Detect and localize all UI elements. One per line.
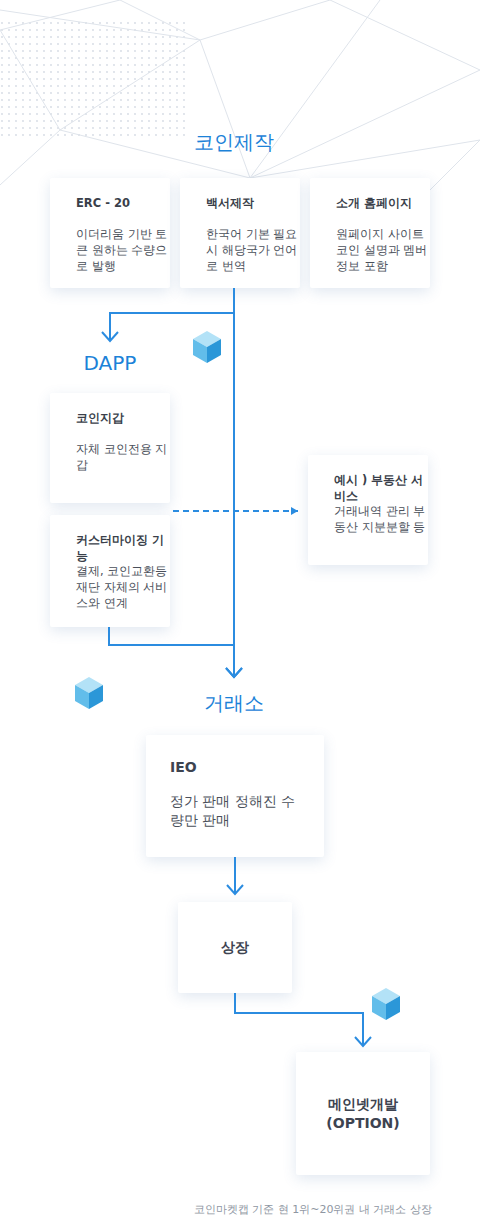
caption-note: 코인마켓캡 기준 현 1위~20위권 내 거래소 상장	[140, 1202, 432, 1217]
box-body: 자체 코인전용 지갑	[76, 441, 168, 473]
box-heading: 소개 홈페이지	[336, 195, 428, 211]
connector-line	[233, 288, 235, 677]
connector-line	[235, 993, 363, 1046]
box-heading: 거래소	[182, 687, 286, 719]
network-lines	[0, 0, 480, 190]
box-heading: ERC - 20	[76, 195, 168, 211]
box-body: 정가 판매 정해진 수량만 판매	[170, 792, 295, 830]
box-heading: DAPP	[60, 347, 160, 379]
arrow-head	[226, 668, 242, 677]
arrow-head	[226, 668, 242, 677]
process-box: IEO 정가 판매 정해진 수량만 판매	[146, 735, 324, 857]
info-card: 백서제작한국어 기본 필요 시 해당국가 언어로 번역	[180, 178, 300, 288]
cube-icon	[372, 988, 400, 1020]
box-heading: 코인지갑	[76, 410, 168, 426]
arrow-head	[102, 332, 118, 341]
box-body: 이더리움 기반 토큰 원하는 수량으로 발행	[76, 226, 168, 274]
cube-icon	[75, 677, 103, 709]
section-heading: DAPP	[60, 347, 160, 379]
box-heading: 커스터마이징 기능	[76, 532, 168, 564]
box-heading: 메인넷개발 (OPTION)	[313, 1095, 413, 1133]
connector-line	[234, 857, 236, 894]
info-card: ERC - 20 이더리움 기반 토큰 원하는 수량으로 발행	[50, 178, 170, 288]
connector-line	[110, 288, 234, 341]
connector	[109, 627, 242, 677]
connector	[102, 288, 234, 341]
box-heading: 예시 ) 부동산 서비스	[334, 472, 426, 504]
box-body: 원페이지 사이트 코인 설명과 멤버 정보 포함	[336, 226, 428, 274]
box-heading: IEO	[170, 758, 310, 776]
box-body: 결제, 코인교환등 재단 자체의 서비스와 연계	[76, 563, 168, 611]
box-body: 거래내역 관리 부동산 지분분할 등	[334, 503, 426, 535]
process-box: 상장	[178, 902, 292, 993]
process-box: 메인넷개발 (OPTION)	[296, 1052, 430, 1175]
info-card: 소개 홈페이지원페이지 사이트 코인 설명과 멤버 정보 포함	[310, 178, 430, 288]
box-heading: 백서제작	[206, 195, 298, 211]
arrow-head	[227, 885, 243, 894]
box-body: 한국어 기본 필요 시 해당국가 언어로 번역	[206, 226, 298, 274]
info-card: 커스터마이징 기능결제, 코인교환등 재단 자체의 서비스와 연계	[50, 515, 170, 627]
box-heading: 상장	[221, 938, 249, 957]
cube-icon	[193, 331, 221, 363]
connector	[226, 288, 242, 677]
connector	[173, 507, 298, 515]
arrow-head	[291, 507, 298, 515]
section-heading: 거래소	[182, 687, 286, 719]
connector-line	[173, 510, 298, 512]
connector-line	[109, 627, 234, 677]
box-heading: 코인제작	[134, 126, 334, 158]
dot-field	[0, 20, 190, 140]
arrow-head	[355, 1037, 371, 1046]
connector	[235, 993, 371, 1046]
connector	[227, 857, 243, 894]
info-card: 예시 ) 부동산 서비스거래내역 관리 부동산 지분분할 등	[308, 455, 428, 565]
info-card: 코인지갑자체 코인전용 지갑	[50, 393, 170, 503]
section-heading: 코인제작	[134, 126, 334, 158]
